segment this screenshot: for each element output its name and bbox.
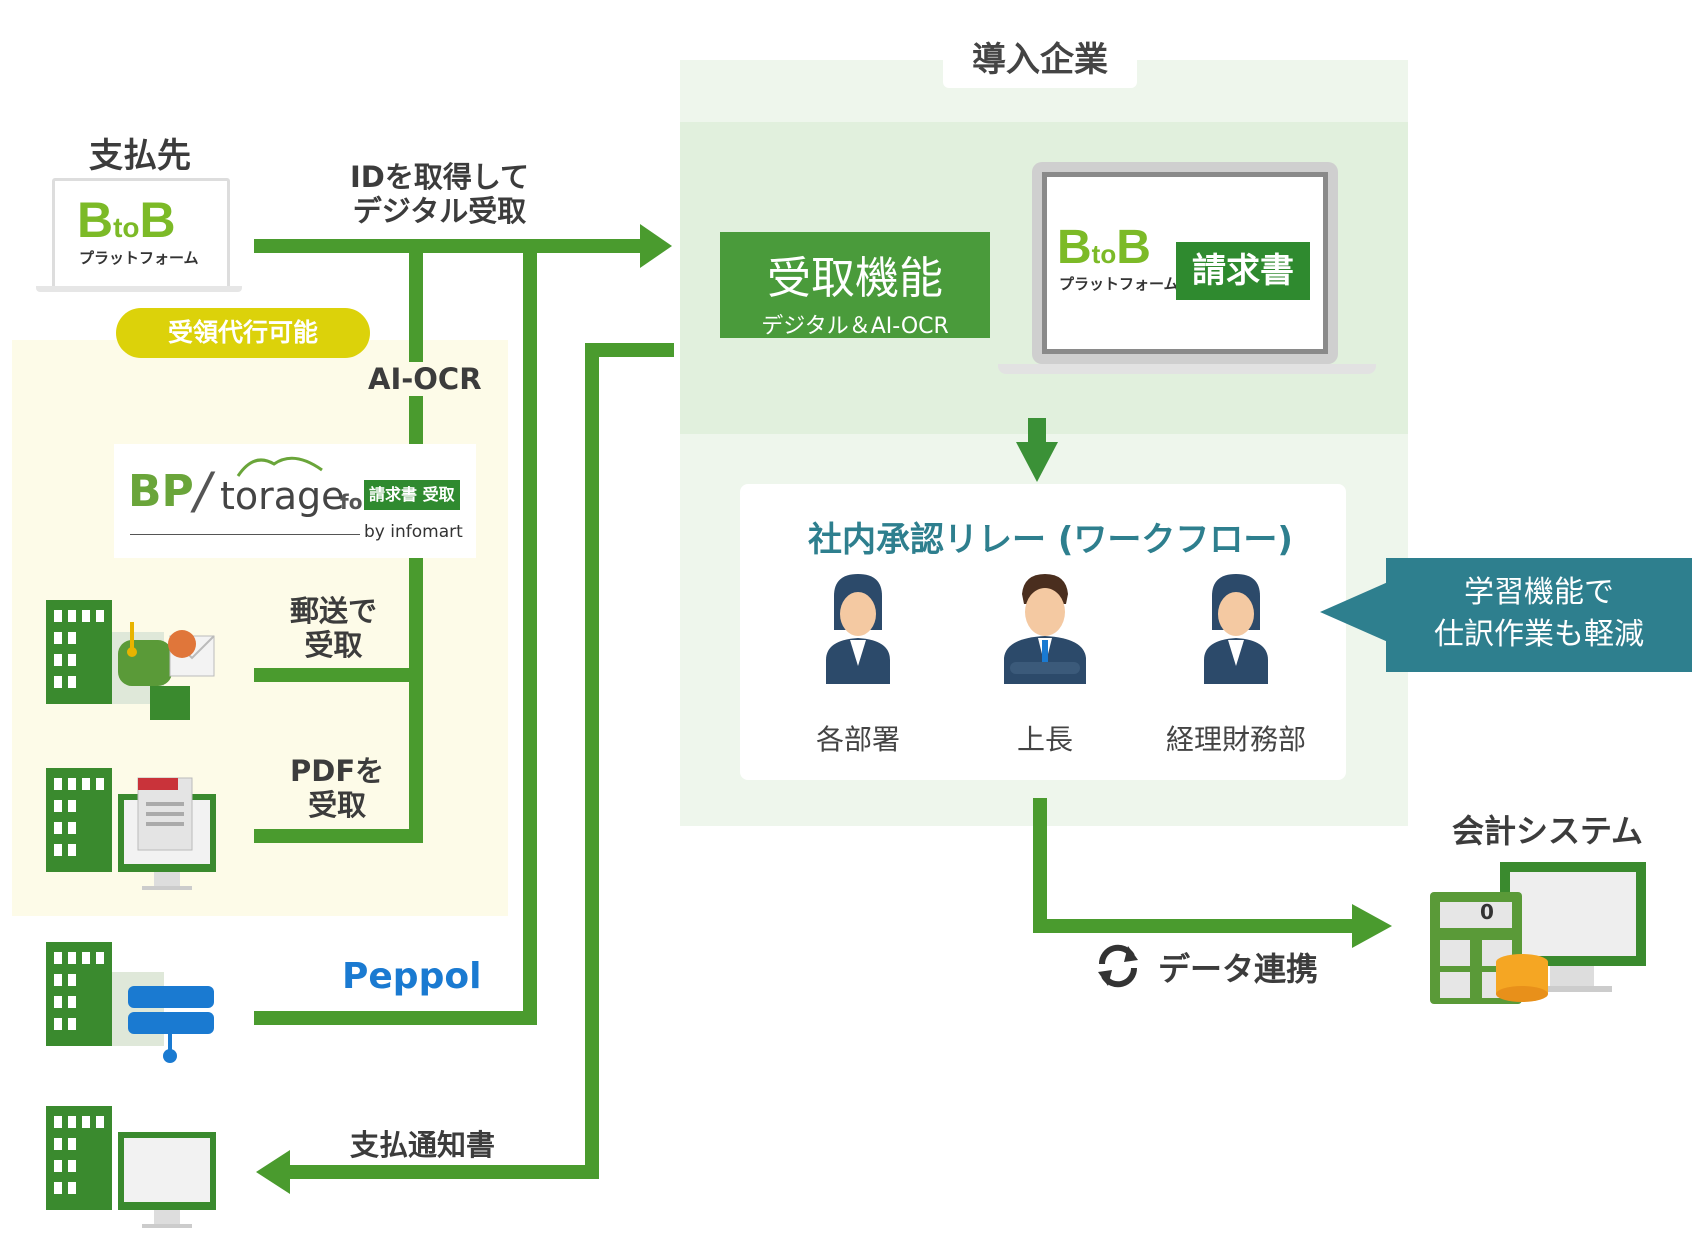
- building-mail-icon: [46, 600, 215, 720]
- receive-function-box: 受取機能 デジタル＆AI-OCR: [720, 232, 990, 339]
- payee-label: 支払先: [89, 136, 191, 176]
- person-label-manager: 上長: [1016, 723, 1073, 756]
- person-accounting-icon: [1204, 574, 1268, 684]
- data-link-label: データ連携: [1158, 950, 1319, 988]
- flow-line-peppol: [254, 246, 537, 1025]
- arrow-to-company: [640, 224, 672, 268]
- sync-icon: [1098, 944, 1138, 988]
- bps-storage: torage: [220, 474, 345, 518]
- accounting-label: 会計システム: [1452, 812, 1644, 850]
- btob-logo-large-sub: プラットフォーム: [1059, 275, 1179, 293]
- bpstorage-logo: BP / torage for 請求書 受取 by infomart: [114, 444, 476, 558]
- flow-line-data-link: [1033, 798, 1360, 933]
- person-label-accounting: 経理財務部: [1165, 723, 1306, 756]
- btob-logo-large: BtoB: [1057, 221, 1151, 274]
- flow-label-pdf: PDFを 受取: [290, 754, 385, 822]
- accounting-system-icon: [1430, 862, 1646, 1004]
- flow-line-ai-ocr: [254, 246, 423, 843]
- down-arrow-head: [1016, 442, 1058, 482]
- flow-label-mail: 郵送で 受取: [290, 594, 378, 662]
- receive-subtitle: デジタル＆AI-OCR: [761, 314, 949, 339]
- btob-logo-sub: プラットフォーム: [79, 249, 199, 267]
- person-manager-icon: [1004, 574, 1086, 684]
- flow-label-payment-notice: 支払通知書: [350, 1128, 496, 1162]
- arrow-to-accounting: [1352, 904, 1392, 948]
- building-monitor-icon: [46, 1106, 216, 1228]
- bps-tag: 請求書 受取: [364, 480, 460, 510]
- flow-label-ai-ocr: AI-OCR: [366, 362, 484, 396]
- payee-laptop-base: [36, 286, 242, 292]
- bps-s: /: [194, 462, 211, 520]
- building-peppol-icon: [46, 942, 214, 1063]
- down-arrow-stem: [1028, 418, 1046, 444]
- building-pdf-icon: [46, 768, 216, 890]
- learning-callout: 学習機能で 仕訳作業も軽減: [1386, 558, 1692, 672]
- agency-pill: 受領代行可能: [116, 308, 370, 358]
- bps-bp: BP: [128, 466, 194, 517]
- accounting-display: 0: [1480, 900, 1494, 924]
- payee-laptop-icon: BtoB プラットフォーム: [52, 178, 230, 290]
- flow-label-peppol: Peppol: [342, 956, 482, 997]
- callout-line1: 学習機能で: [1464, 575, 1614, 610]
- invoice-tag: 請求書: [1176, 242, 1310, 300]
- person-label-dept: 各部署: [815, 723, 900, 756]
- callout-line2: 仕訳作業も軽減: [1434, 617, 1644, 652]
- company-laptop-base: [998, 364, 1376, 374]
- receive-title: 受取機能: [767, 253, 943, 304]
- flow-label-id: IDを取得して デジタル受取: [350, 160, 529, 228]
- person-dept-icon: [826, 574, 890, 684]
- bps-by: by infomart: [364, 522, 463, 542]
- workflow-title: 社内承認リレー (ワークフロー): [808, 520, 1293, 560]
- arrow-to-payee: [256, 1150, 290, 1194]
- callout-pointer: [1320, 582, 1388, 642]
- cloud-icon: [236, 456, 323, 477]
- btob-logo: BtoB: [77, 192, 176, 248]
- company-tag: 導入企業: [943, 32, 1137, 88]
- bps-rule: [130, 534, 360, 535]
- flow-line-payment: [290, 343, 674, 1179]
